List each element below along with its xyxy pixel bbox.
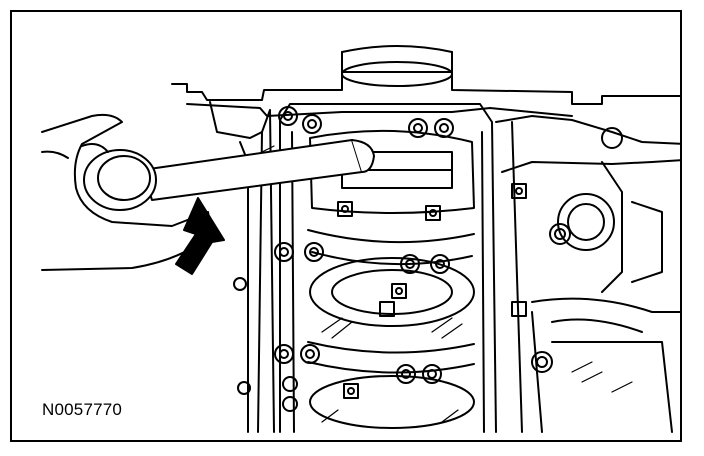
arrow-icon bbox=[176, 198, 224, 274]
socket-handle bbox=[84, 150, 156, 210]
block-top-flange bbox=[172, 72, 682, 104]
oil-filler-boss bbox=[342, 62, 452, 86]
breaker-bar bbox=[142, 140, 374, 200]
right-boss bbox=[558, 194, 614, 250]
figure-frame: N0057770 bbox=[10, 10, 682, 442]
bearing-cap-3 bbox=[308, 342, 474, 428]
figure-id-label: N0057770 bbox=[42, 400, 123, 419]
block-top-flange-inner bbox=[187, 104, 572, 116]
bolt-heads bbox=[275, 107, 453, 411]
block-right-side bbox=[496, 116, 682, 144]
bearing-cap-2 bbox=[308, 230, 474, 326]
engine-block-illustration bbox=[12, 12, 682, 442]
bearing-girdle-outline bbox=[280, 104, 496, 432]
